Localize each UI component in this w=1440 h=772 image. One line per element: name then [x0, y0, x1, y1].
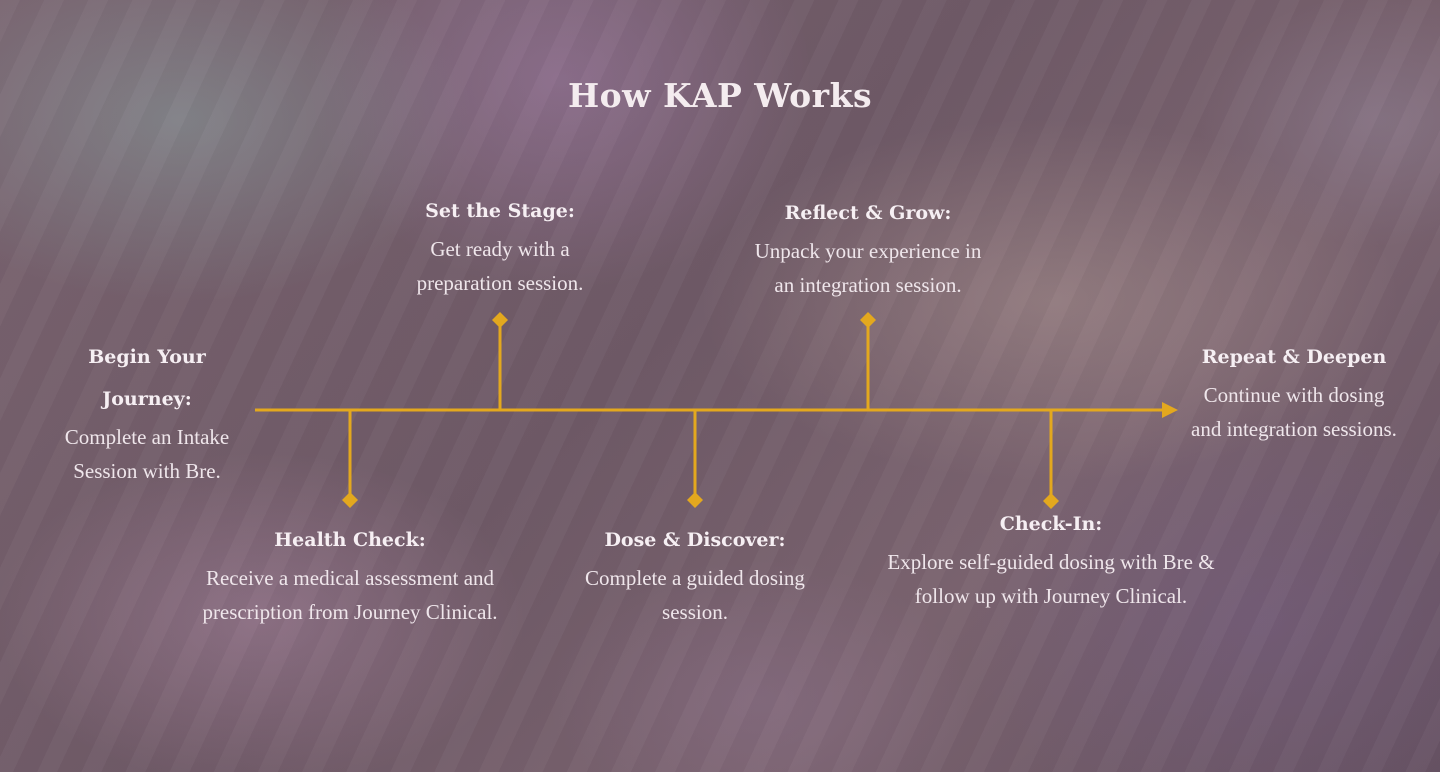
- diamond-marker-icon: [492, 312, 508, 328]
- step-dose-discover: Dose & Discover: Complete a guided dosin…: [580, 519, 810, 629]
- step-label: Repeat & Deepen: [1201, 346, 1387, 368]
- step-description: Explore self-guided dosing with Bre & fo…: [887, 550, 1215, 608]
- page-title: How KAP Works: [567, 76, 873, 115]
- step-health-check: Health Check: Receive a medical assessme…: [180, 519, 520, 629]
- step-label: Check-In:: [999, 513, 1103, 535]
- step-set-the-stage: Set the Stage: Get ready with a preparat…: [395, 190, 605, 300]
- timeline-arrowhead-icon: [1162, 402, 1178, 418]
- step-description: Receive a medical assessment and prescri…: [202, 566, 498, 624]
- step-label: Reflect & Grow:: [784, 202, 952, 224]
- step-repeat-deepen: Repeat & Deepen Continue with dosing and…: [1188, 336, 1400, 446]
- step-description: Complete a guided dosing session.: [585, 566, 805, 624]
- step-description: Continue with dosing and integration ses…: [1191, 383, 1397, 441]
- diamond-marker-icon: [1043, 493, 1059, 509]
- step-label: Dose & Discover:: [604, 529, 786, 551]
- step-description: Unpack your experience in an integration…: [754, 239, 982, 297]
- step-description: Get ready with a preparation session.: [416, 237, 584, 295]
- diamond-marker-icon: [860, 312, 876, 328]
- step-label: Set the Stage:: [425, 200, 575, 222]
- step-label: Health Check:: [274, 529, 426, 551]
- step-check-in: Check-In: Explore self-guided dosing wit…: [861, 503, 1241, 613]
- diamond-marker-icon: [687, 492, 703, 508]
- step-description: Complete an Intake Session with Bre.: [64, 425, 230, 483]
- step-label: Begin Your Journey:: [88, 346, 206, 410]
- step-begin-your-journey: Begin Your Journey: Complete an Intake S…: [52, 336, 242, 488]
- diamond-marker-icon: [342, 492, 358, 508]
- step-reflect-grow: Reflect & Grow: Unpack your experience i…: [743, 192, 993, 302]
